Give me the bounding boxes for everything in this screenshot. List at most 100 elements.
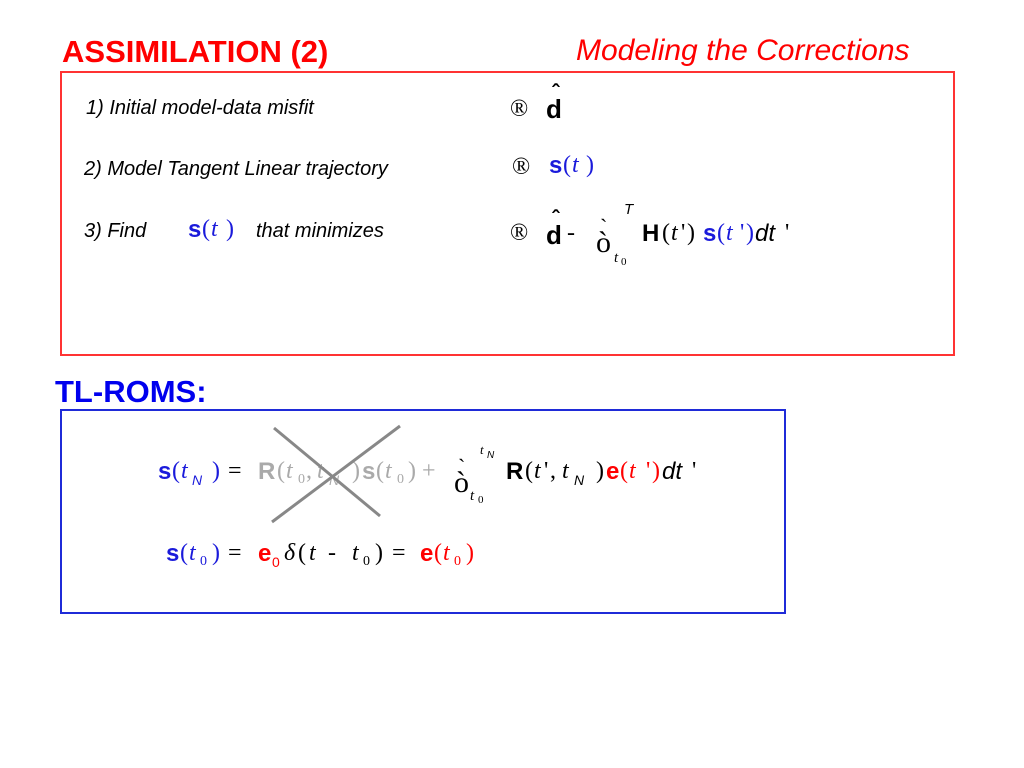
eq1-t0-gray: t (286, 458, 293, 484)
tl-roms-box (60, 409, 786, 614)
step-3-lower-limit-0: 0 (621, 256, 627, 268)
step-3-prime-h: ' (681, 220, 686, 246)
eq2-rparen: ) (212, 540, 220, 566)
step-3-integral-grave: ` (600, 214, 608, 239)
eq1-t-R: t (534, 458, 541, 484)
step-3-lparen-h: ( (662, 220, 670, 246)
step-3-rparen-s: ) (746, 220, 754, 246)
step-3-hat: ˆ (552, 206, 560, 231)
eq2-t0-sub: 0 (363, 554, 370, 569)
step-3-minus: - (567, 220, 575, 246)
step-3-prime-dt: ' (785, 220, 790, 246)
step-3-d: d (546, 220, 562, 250)
eq1-upper-N: N (487, 450, 495, 461)
eq1-R-gray: R (258, 458, 276, 485)
eq1-prime-R: ' (544, 458, 549, 484)
step-2-lparen: ( (563, 152, 571, 178)
eq1-prime-e: ' (646, 458, 651, 484)
step-3-s: s (188, 216, 202, 243)
step-2-t: t (572, 152, 579, 178)
eq1-integral-grave: ` (458, 454, 466, 479)
eq1-subN-gray: N (329, 472, 340, 488)
eq1-rparen: ) (212, 458, 220, 484)
eq1-lower-0: 0 (478, 494, 484, 506)
eq1-lparen: ( (172, 458, 180, 484)
step-3-prime-s: ' (740, 220, 745, 246)
assimilation-box (60, 71, 955, 356)
eq2-lparen-e: ( (434, 540, 442, 566)
eq1-rparen-R: ) (596, 458, 604, 484)
eq1-lparen-gray: ( (277, 458, 285, 484)
step-3-t-h: t (671, 220, 678, 246)
eq1-plus-gray: + (422, 458, 436, 484)
eq1-lower-t: t (470, 488, 475, 504)
step-3-s2: s (703, 220, 717, 247)
step-3-lparen-s: ( (717, 220, 725, 246)
step-3-minimizes-label: that minimizes (256, 220, 384, 242)
eq1-equals: = (228, 458, 242, 484)
eq2-t0: t (352, 540, 359, 566)
eq1-s-gray: s (362, 458, 376, 485)
step-2-arrow: ® (512, 154, 531, 180)
eq1-tN-R: t (562, 458, 569, 484)
slide-title: ASSIMILATION (2) (62, 34, 329, 69)
eq1-upper-t: t (480, 442, 484, 457)
eq2-lparen: ( (180, 540, 188, 566)
eq2-minus: - (328, 540, 336, 566)
eq2-equals2: = (392, 540, 406, 566)
tl-roms-label: TL-ROMS: (55, 374, 207, 409)
eq1-e: e (606, 458, 620, 485)
eq1-t02-gray: t (385, 458, 392, 484)
eq2-s: s (166, 540, 180, 567)
eq1-t: t (181, 458, 188, 484)
eq1-sub-N: N (192, 472, 203, 488)
eq1-sub0-gray: 0 (298, 472, 305, 487)
step-3-find-label: 3) Find (84, 220, 147, 242)
eq1-dt: dt (662, 458, 683, 485)
eq2-e0: e (258, 540, 272, 567)
eq2-rparen-delta: ) (375, 540, 383, 566)
step-2-label: 2) Model Tangent Linear trajectory (84, 158, 388, 180)
eq1-prime-dt: ' (692, 458, 697, 484)
eq2-t-e: t (443, 540, 450, 566)
eq1-lparen2-gray: ( (376, 458, 384, 484)
step-3-arrow: ® (510, 220, 529, 246)
eq2-delta: δ (284, 540, 296, 566)
step-1-hat: ˆ (552, 80, 560, 105)
step-3-dt: dt (755, 220, 776, 247)
eq1-rparen2-gray: ) (408, 458, 416, 484)
eq1-comma-gray: , (306, 458, 312, 484)
step-1-d: d (546, 94, 562, 124)
step-3-lower-limit-t: t (614, 250, 619, 266)
step-1-arrow: ® (510, 96, 529, 122)
eq1-rparen-e: ) (652, 458, 660, 484)
eq1-subN-R: N (574, 472, 585, 488)
eq1-sub02-gray: 0 (397, 472, 404, 487)
eq2-t: t (189, 540, 196, 566)
eq2-equals: = (228, 540, 242, 566)
eq1-lparen-e: ( (620, 458, 628, 484)
eq2-lparen-delta: ( (298, 540, 306, 566)
eq1-t-e: t (629, 458, 636, 484)
eq2-t-delta: t (309, 540, 316, 566)
eq1-tN-gray: t (317, 458, 324, 484)
eq1-s: s (158, 458, 172, 485)
eq2-e0-sub: 0 (272, 554, 280, 570)
step-3-t-s: t (726, 220, 733, 246)
eq2-t-e-sub: 0 (454, 554, 461, 569)
step-3-rparen-h: ) (687, 220, 695, 246)
eq2-e: e (420, 540, 434, 567)
step-3-integral-icon: ò (596, 226, 611, 259)
eq2-rparen-e: ) (466, 540, 474, 566)
step-3-rparen: ) (226, 216, 234, 242)
slide-subtitle: Modeling the Corrections (576, 34, 910, 67)
eq1-comma-R: , (550, 458, 556, 484)
step-3-H: H (642, 220, 660, 247)
eq1-lparen-R: ( (525, 458, 533, 484)
eq1-R: R (506, 458, 524, 485)
step-1-label: 1) Initial model-data misfit (86, 97, 314, 119)
step-3-lparen: ( (202, 216, 210, 242)
eq1-rparen-gray: ) (352, 458, 360, 484)
eq2-sub0: 0 (200, 554, 207, 569)
eq1-integral-icon: ò (454, 466, 469, 499)
